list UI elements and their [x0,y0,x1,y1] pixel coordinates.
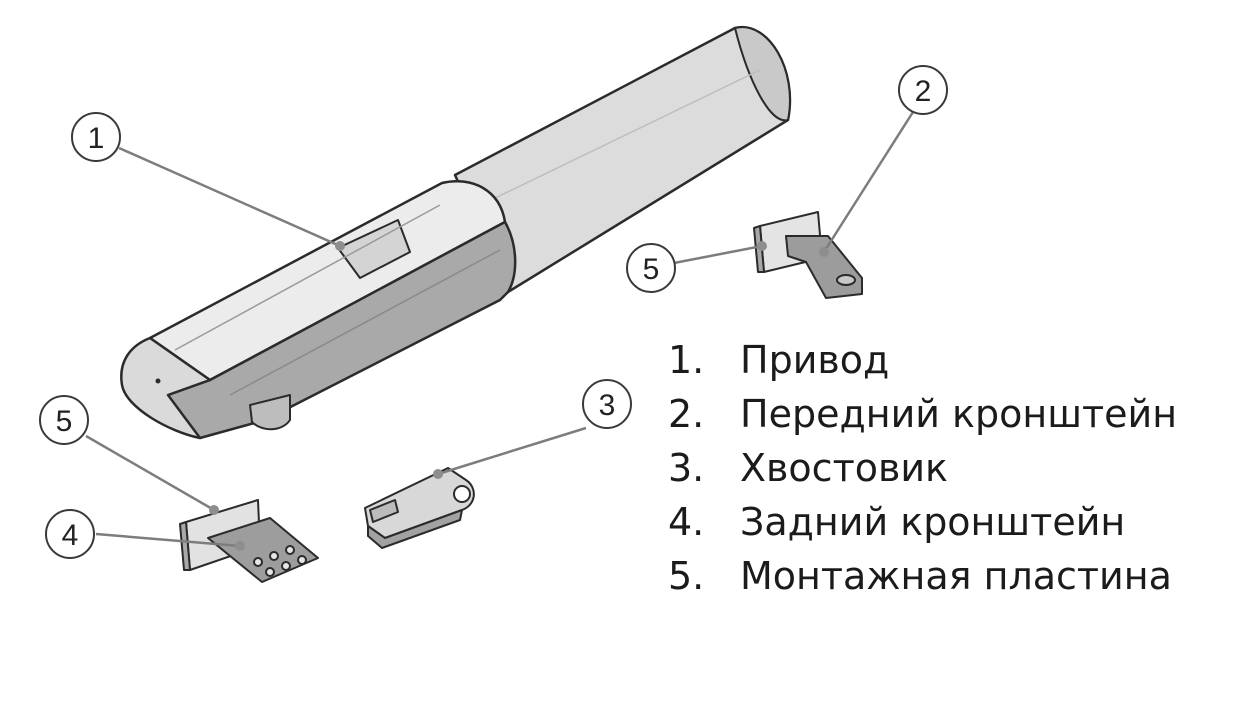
leader-lines [85,111,915,548]
legend-item-number: 1. [668,338,705,382]
callout-4-label: 4 [62,519,79,552]
legend-item: 5. Монтажная пластина [668,554,1177,608]
actuator-nose [120,336,212,440]
legend-item: 4. Задний кронштейн [668,500,1177,554]
leader-dots [209,241,829,551]
callout-1: 1 [71,112,121,162]
callout-3-label: 3 [599,389,616,422]
callout-4: 4 [45,509,95,559]
callout-2-label: 2 [915,75,932,108]
rear-bracket [179,499,319,583]
legend-item-label: Хвостовик [740,446,948,490]
legend-item-number: 2. [668,392,705,436]
actuator-drive [120,25,792,440]
clevis-tail-piece [364,467,475,549]
callout-5-rear-label: 5 [56,405,73,438]
callout-3: 3 [582,379,632,429]
legend-item-number: 5. [668,554,705,598]
parts-legend: 1. Привод 2. Передний кронштейн 3. Хвост… [668,338,1177,608]
actuator-cover [337,219,411,279]
front-bracket [753,211,863,299]
legend-item-label: Привод [740,338,890,382]
front-bracket-arm [785,235,863,299]
legend-item: 2. Передний кронштейн [668,392,1177,446]
legend-item-label: Монтажная пластина [740,554,1172,598]
callout-2: 2 [898,65,948,115]
legend-item-label: Передний кронштейн [740,392,1178,436]
callout-1-label: 1 [88,122,105,155]
actuator-tail-lug [249,394,291,431]
legend-item-number: 4. [668,500,705,544]
legend-item: 1. Привод [668,338,1177,392]
callout-5-rear: 5 [39,395,89,445]
legend-item: 3. Хвостовик [668,446,1177,500]
callout-5-front: 5 [626,243,676,293]
callout-5-front-label: 5 [643,253,660,286]
legend-item-label: Задний кронштейн [740,500,1126,544]
legend-item-number: 3. [668,446,705,490]
